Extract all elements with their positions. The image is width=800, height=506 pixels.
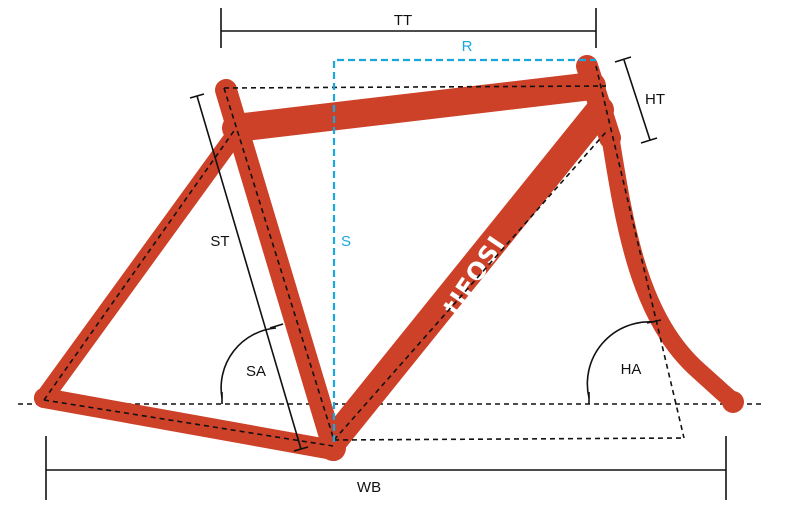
head-tube bbox=[576, 55, 621, 149]
centerlines bbox=[43, 65, 685, 447]
top-tube bbox=[222, 72, 606, 142]
wb-dimension: WB bbox=[45, 436, 727, 500]
rear-dropout bbox=[34, 388, 54, 408]
st-label: ST bbox=[210, 233, 229, 250]
seat-tube-centerline bbox=[223, 87, 335, 441]
ht-dimension: HT bbox=[614, 56, 665, 144]
wb-label: WB bbox=[357, 479, 381, 496]
top-tube-centerline bbox=[223, 85, 607, 89]
sa-label: SA bbox=[246, 363, 266, 380]
bb-horizontal bbox=[333, 437, 685, 441]
down-tube-centerline bbox=[333, 131, 607, 441]
ha-angle: HA bbox=[586, 319, 662, 404]
ha-label: HA bbox=[621, 361, 642, 378]
front-dropout bbox=[722, 391, 744, 413]
steering-axis bbox=[595, 65, 685, 439]
down-tube bbox=[320, 96, 614, 454]
bottom-bracket bbox=[320, 435, 346, 461]
seatstay bbox=[35, 119, 249, 407]
stack-reach-lines bbox=[332, 58, 596, 442]
st-dimension: ST bbox=[189, 93, 309, 452]
tt-dimension: TT bbox=[220, 8, 597, 48]
stack-label: S bbox=[341, 233, 351, 250]
chainstay-centerline bbox=[43, 399, 334, 447]
sa-angle: SA bbox=[220, 323, 284, 404]
tt-label: TT bbox=[394, 12, 412, 29]
frame: tIFOSI bbox=[34, 55, 744, 461]
seatstay-centerline bbox=[43, 127, 237, 401]
ht-label: HT bbox=[645, 91, 665, 108]
chainstay bbox=[34, 388, 343, 460]
fork bbox=[601, 126, 743, 411]
stack-reach: R S bbox=[332, 38, 596, 442]
reach-label: R bbox=[462, 38, 473, 55]
